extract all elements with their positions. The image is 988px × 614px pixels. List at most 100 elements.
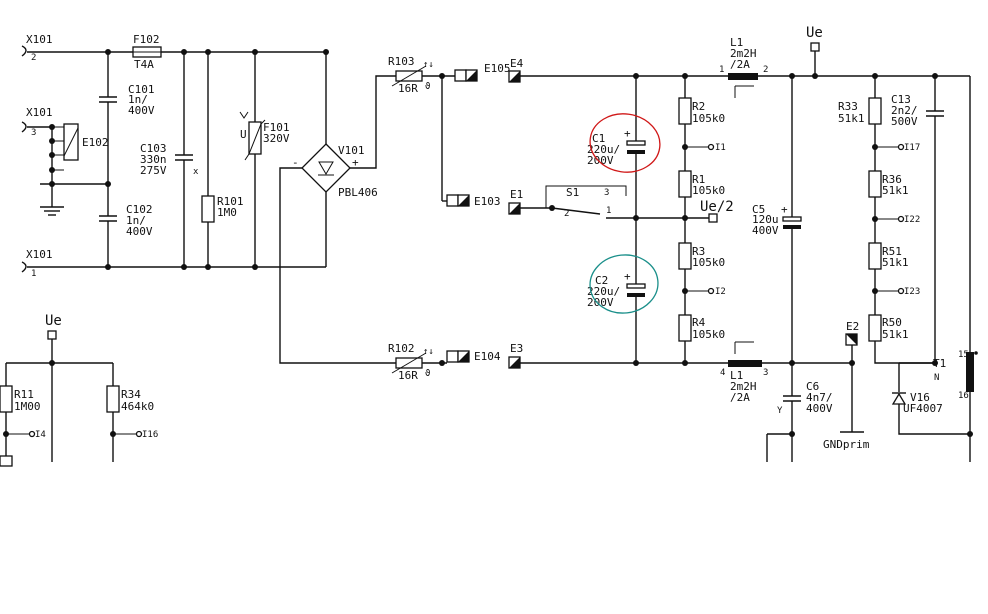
resistor-r1: R1 105k0 (678, 170, 725, 198)
v101-plus: + (352, 156, 359, 169)
r36-ref: R36 (882, 173, 902, 186)
x101-pin-number: 3 (31, 128, 36, 138)
e102-ref: E102 (82, 136, 109, 149)
c101-value1: 1n/ (128, 93, 148, 106)
svg-text:Ue: Ue (45, 313, 62, 329)
terminal-e1: E1 (508, 188, 523, 215)
net-ue-top: Ue (806, 25, 823, 76)
svg-text:x: x (193, 167, 199, 177)
t1-mark: N (934, 373, 939, 383)
c103-value2: 275V (140, 164, 167, 177)
terminal-e103: E103 (442, 194, 501, 208)
c6-mark: Y (777, 406, 783, 416)
e104-ref: E104 (474, 350, 501, 363)
r1-value: 105k0 (692, 184, 725, 197)
c102-ref: C102 (126, 203, 153, 216)
c2-value1: 220u/ (587, 285, 620, 298)
resistor-r51: R51 51k1 (868, 242, 909, 270)
x101-pin-number: 2 (31, 53, 36, 63)
c1-value1: 220u/ (587, 143, 620, 156)
r51-ref: R51 (882, 245, 902, 258)
l1-top-value2: /2A (730, 58, 750, 71)
net-gnd-label: GNDprim (823, 438, 870, 451)
c5-value1: 120u (752, 213, 779, 226)
annotation-circle-red (589, 113, 661, 173)
s1-ref: S1 (566, 186, 579, 199)
e103-ref: E103 (474, 195, 501, 208)
transformer-t1: T1 N 15 16 (933, 76, 978, 462)
l1-bot-pin-b: 3 (763, 368, 768, 378)
ntc-r103: R103 ↑↓ 16R ϑ (388, 55, 434, 95)
inductor-l1-bottom: 4 3 L1 2m2H /2A (720, 341, 768, 404)
c13-value2: 500V (891, 115, 918, 128)
ntc-r102: R102 ↑↓ 16R ϑ (388, 342, 434, 382)
f101-ref: F101 (263, 121, 290, 134)
terminal-e4: E4 (508, 57, 524, 83)
l1-top-pin-b: 2 (763, 65, 768, 75)
e105-ref: E105 (484, 62, 511, 75)
c2-plus: + (624, 270, 631, 283)
svg-text:I4: I4 (35, 430, 46, 440)
v101-minus: - (292, 156, 299, 169)
c102-value2: 400V (126, 225, 153, 238)
r101-value: 1M0 (217, 206, 237, 219)
terminal-e3: E3 (508, 342, 523, 369)
svg-text:I2: I2 (715, 287, 726, 297)
svg-text:I17: I17 (904, 143, 920, 153)
l1-bot-value1: 2m2H (730, 380, 757, 393)
r103-theta: ϑ (425, 82, 430, 92)
l1-bot-ref: L1 (730, 369, 743, 382)
c13-ref: C13 (891, 93, 911, 106)
svg-text:I1: I1 (715, 143, 726, 153)
resistor-r101: R101 1M0 (201, 52, 244, 267)
r102-ref: R102 (388, 342, 415, 355)
resistor-r2: R2 105k0 (678, 97, 725, 125)
e4-ref: E4 (510, 57, 524, 70)
connector-x101-pin2: X101 2 (21, 33, 53, 63)
r33-ref: R33 (838, 100, 858, 113)
v16-value: UF4007 (903, 402, 943, 415)
l1-bot-value2: /2A (730, 391, 750, 404)
f102-value: T4A (134, 58, 154, 71)
net-ue-left: Ue (45, 313, 62, 363)
r34-value: 464k0 (121, 400, 154, 413)
r33-value: 51k1 (838, 112, 865, 125)
connector-x101-pin3: X101 3 (21, 106, 53, 138)
fuse-f102: F102 T4A (132, 33, 162, 71)
net-ue-half: Ue/2 (700, 199, 734, 223)
c6-value2: 400V (806, 402, 833, 415)
r34-ref: R34 (121, 388, 141, 401)
resistor-r11: R11 1M00 (0, 385, 41, 413)
resistor-r33: R33 51k1 (838, 97, 882, 125)
c2-value2: 200V (587, 296, 614, 309)
connector-x101-pin1: X101 1 (21, 248, 53, 279)
r51-value: 51k1 (882, 256, 909, 269)
varistor-f101: U F101 320V (239, 52, 290, 267)
r50-value: 51k1 (882, 328, 909, 341)
svg-text:I16: I16 (142, 430, 158, 440)
c1-ref: C1 (592, 132, 605, 145)
c5-plus: + (781, 203, 788, 216)
testpoint-i16: I16 (113, 430, 158, 440)
c101-value2: 400V (128, 104, 155, 117)
testpoint-i17: I17 (875, 143, 920, 153)
r3-value: 105k0 (692, 256, 725, 269)
e2-ref: E2 (846, 320, 859, 333)
r11-value: 1M00 (14, 400, 41, 413)
testpoint-i4: I4 (6, 430, 46, 440)
x101-label: X101 (26, 33, 53, 46)
c1-plus: + (624, 127, 631, 140)
r103-ref: R103 (388, 55, 415, 68)
resistor-r50: R50 51k1 (868, 314, 909, 342)
bridge-rectifier-v101: - + V101 PBL406 (292, 52, 378, 267)
t1-pin-b: 16 (958, 391, 969, 401)
svg-text:I22: I22 (904, 215, 920, 225)
c6-value1: 4n7/ (806, 391, 833, 404)
c2-ref: C2 (595, 274, 608, 287)
s1-pin3: 3 (604, 188, 609, 198)
resistor-r34: R34 464k0 (106, 385, 154, 413)
e3-ref: E3 (510, 342, 523, 355)
ground-symbol (40, 184, 64, 216)
v101-value: PBL406 (338, 186, 378, 199)
